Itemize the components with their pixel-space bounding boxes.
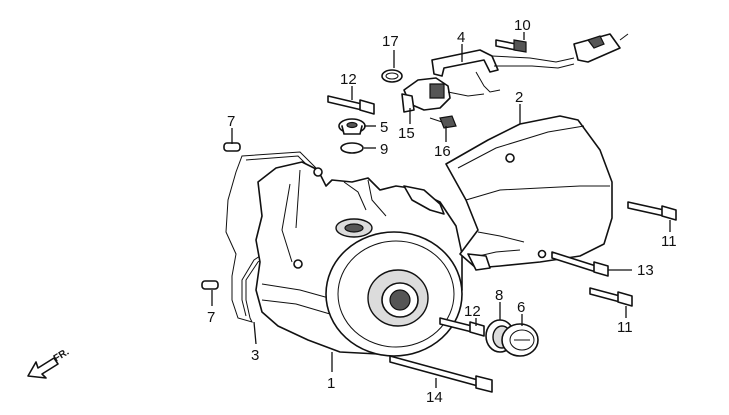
callout-17: 17	[382, 33, 399, 50]
plug-part-6	[501, 323, 539, 357]
wire-harness-part-4	[431, 33, 629, 93]
bolt-part-13	[551, 251, 609, 277]
callout-2: 2	[515, 89, 523, 106]
dowel-pin-part-7-upper	[223, 142, 241, 152]
callout-15: 15	[398, 125, 415, 142]
o-ring-part-17	[381, 69, 403, 83]
callout-7-upper: 7	[227, 113, 235, 130]
callout-1: 1	[327, 375, 335, 392]
callout-labels: 2 1 3 4 5 6 7 7 8 9 10 11 11 12 12 13 14…	[207, 17, 677, 406]
front-direction-indicator: FR.	[27, 347, 71, 379]
callout-7-lower: 7	[207, 309, 215, 326]
callout-10: 10	[514, 17, 531, 34]
bolt-part-11-lower	[589, 287, 633, 307]
o-ring-part-9	[340, 142, 364, 154]
callout-5: 5	[380, 119, 388, 136]
bolt-part-14	[389, 355, 493, 393]
leader-lines	[211, 32, 671, 388]
front-arrow-icon	[27, 357, 59, 379]
callout-4: 4	[457, 29, 465, 46]
bolt-part-10	[495, 39, 527, 53]
sprocket-cover-part-2	[445, 115, 613, 271]
callout-11-upper: 11	[661, 233, 677, 250]
bolt-part-12-upper	[327, 95, 375, 115]
callout-12-upper: 12	[340, 71, 357, 88]
bolt-part-11-upper	[627, 201, 677, 221]
bolt-part-12-lower	[439, 317, 485, 337]
bolt-part-16	[429, 115, 457, 129]
oil-filler-cap-part-5	[338, 118, 366, 135]
switch-part-15	[401, 77, 485, 113]
callout-16: 16	[434, 143, 451, 160]
callout-12-lower: 12	[464, 303, 481, 320]
callout-6: 6	[517, 299, 525, 316]
left-crankcase-cover-part-1	[255, 161, 463, 357]
callout-11-lower: 11	[617, 319, 633, 336]
callout-8: 8	[495, 287, 503, 304]
callout-13: 13	[637, 262, 654, 279]
callout-14: 14	[426, 389, 443, 406]
callout-9: 9	[380, 141, 388, 158]
dowel-pin-part-7-lower	[201, 280, 219, 290]
callout-3: 3	[251, 347, 259, 364]
